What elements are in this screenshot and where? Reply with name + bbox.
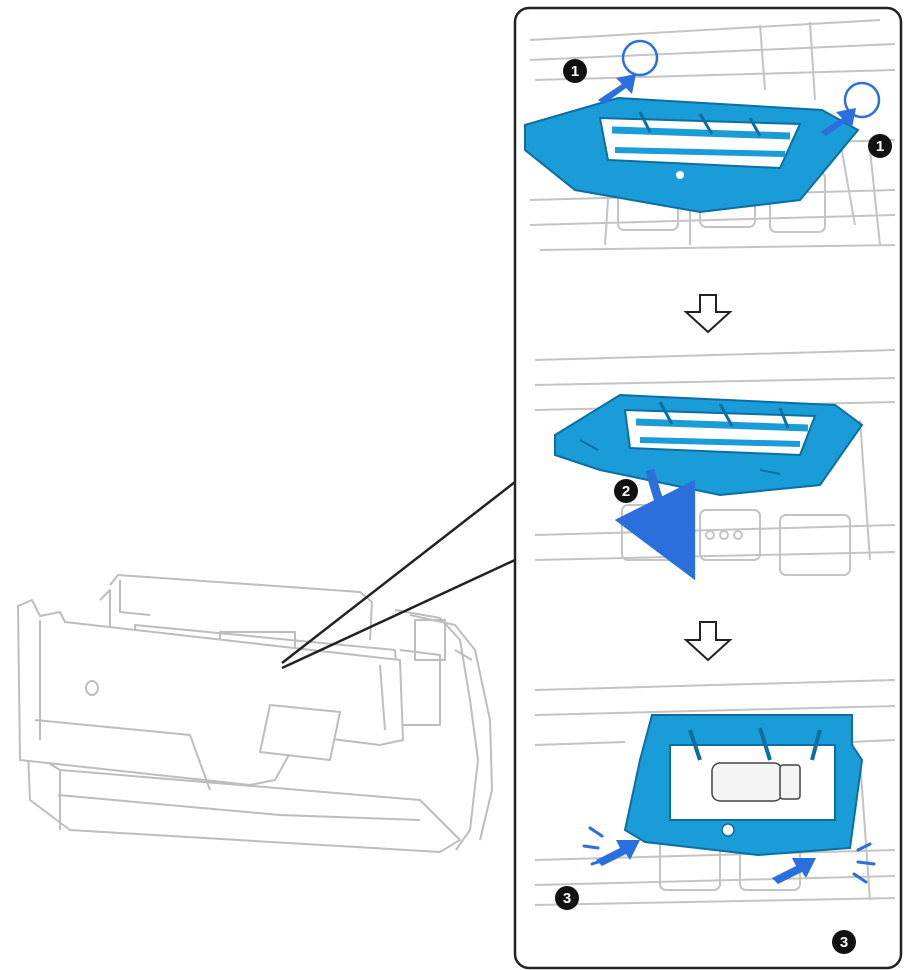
down-arrow-icon — [683, 621, 733, 662]
svg-text:1: 1 — [876, 138, 884, 155]
step-badge: 3 — [555, 886, 579, 910]
step-badge: 1 — [563, 59, 587, 83]
push-arrow-icon — [820, 108, 856, 136]
push-arrow-icon — [596, 840, 640, 866]
push-arrow-icon — [598, 74, 636, 104]
step-1-scene: 1 1 — [524, 19, 896, 251]
step-badge: 2 — [614, 479, 638, 503]
push-arrow-icon — [772, 858, 816, 884]
step-2-scene: 2 — [534, 349, 896, 581]
roller-part — [711, 762, 783, 802]
svg-text:3: 3 — [563, 890, 571, 907]
scanner-overview — [17, 574, 493, 853]
rotation-arrow-icon — [614, 468, 696, 581]
tab-highlight-icon — [621, 39, 659, 77]
svg-text:1: 1 — [571, 63, 579, 80]
click-mark-icon — [582, 826, 606, 866]
tab-highlight-icon — [843, 81, 881, 119]
step-3-scene: 3 3 — [534, 679, 896, 954]
step-badge: 3 — [832, 930, 856, 954]
svg-text:3: 3 — [840, 934, 848, 951]
zoom-callout-lines — [281, 481, 516, 670]
step-badge: 1 — [868, 134, 892, 158]
down-arrow-icon — [683, 294, 733, 334]
click-mark-icon — [852, 842, 876, 884]
svg-text:2: 2 — [622, 483, 630, 500]
